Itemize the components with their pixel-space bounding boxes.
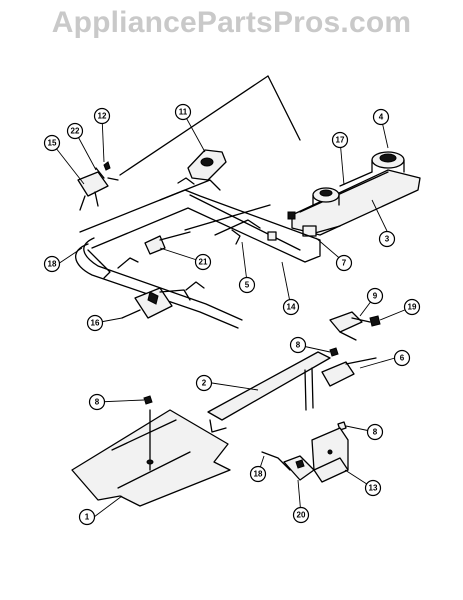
svg-text:18: 18: [254, 470, 263, 479]
spark-module: [321, 361, 355, 387]
callout-17: 17: [331, 131, 349, 149]
callout-18-left: 18: [43, 255, 61, 273]
svg-text:15: 15: [48, 139, 57, 148]
svg-text:22: 22: [71, 127, 80, 136]
guide-line: [119, 75, 269, 176]
svg-text:20: 20: [297, 511, 306, 520]
svg-text:21: 21: [199, 258, 208, 267]
watermark: AppliancePartsPros.com: [51, 6, 412, 39]
orifice-fitting: [302, 225, 317, 237]
callout-4: 4: [372, 108, 390, 126]
svg-text:11: 11: [179, 108, 188, 117]
bracket: [207, 351, 331, 433]
svg-text:8: 8: [296, 341, 301, 350]
callout-9: 9: [366, 287, 384, 305]
callout-14: 14: [282, 298, 300, 316]
spark-module-wire: [345, 357, 377, 365]
guide-line-right: [267, 75, 301, 141]
callout-2: 2: [195, 374, 213, 392]
manifold-assembly: [79, 177, 321, 263]
burner-base-plate: [71, 409, 231, 507]
svg-text:1: 1: [85, 513, 90, 522]
burner-assembly: [287, 151, 421, 236]
callout-12: 12: [93, 107, 111, 125]
callout-21: 21: [194, 253, 212, 271]
svg-text:7: 7: [342, 259, 347, 268]
svg-text:19: 19: [408, 303, 417, 312]
callout-7: 7: [335, 254, 353, 272]
callout-8-right: 8: [366, 423, 384, 441]
pressure-regulator: [187, 149, 227, 181]
svg-text:5: 5: [245, 281, 250, 290]
fitting: [144, 231, 191, 255]
screw-upper: [329, 347, 339, 357]
callout-5: 5: [238, 276, 256, 294]
callout-8-upper: 8: [289, 336, 307, 354]
callout-3: 3: [378, 230, 396, 248]
svg-text:12: 12: [98, 112, 107, 121]
svg-text:16: 16: [91, 319, 100, 328]
callout-8-left: 8: [88, 393, 106, 411]
svg-text:6: 6: [400, 354, 405, 363]
callout-19: 19: [403, 298, 421, 316]
callout-18-lower: 18: [249, 465, 267, 483]
mounting-bracket: [311, 427, 349, 483]
igniter-switch: [329, 311, 381, 341]
svg-text:3: 3: [385, 235, 390, 244]
svg-text:8: 8: [95, 398, 100, 407]
callout-13: 13: [364, 479, 382, 497]
callout-15: 15: [43, 134, 61, 152]
valve-cluster: [77, 161, 119, 211]
svg-text:4: 4: [379, 113, 384, 122]
svg-text:2: 2: [202, 379, 207, 388]
screw-left: [143, 395, 153, 405]
svg-text:14: 14: [287, 303, 296, 312]
gas-pipe: [75, 237, 243, 329]
igniter-assembly: [261, 451, 315, 481]
svg-text:17: 17: [336, 136, 345, 145]
callout-16: 16: [86, 314, 104, 332]
svg-text:18: 18: [48, 260, 57, 269]
svg-text:8: 8: [373, 428, 378, 437]
svg-text:9: 9: [373, 292, 378, 301]
callout-22: 22: [66, 122, 84, 140]
callout-6: 6: [393, 349, 411, 367]
callout-11: 11: [174, 103, 192, 121]
control-valve: [121, 281, 205, 319]
callout-1: 1: [78, 508, 96, 526]
svg-text:13: 13: [369, 484, 378, 493]
callout-20: 20: [292, 506, 310, 524]
